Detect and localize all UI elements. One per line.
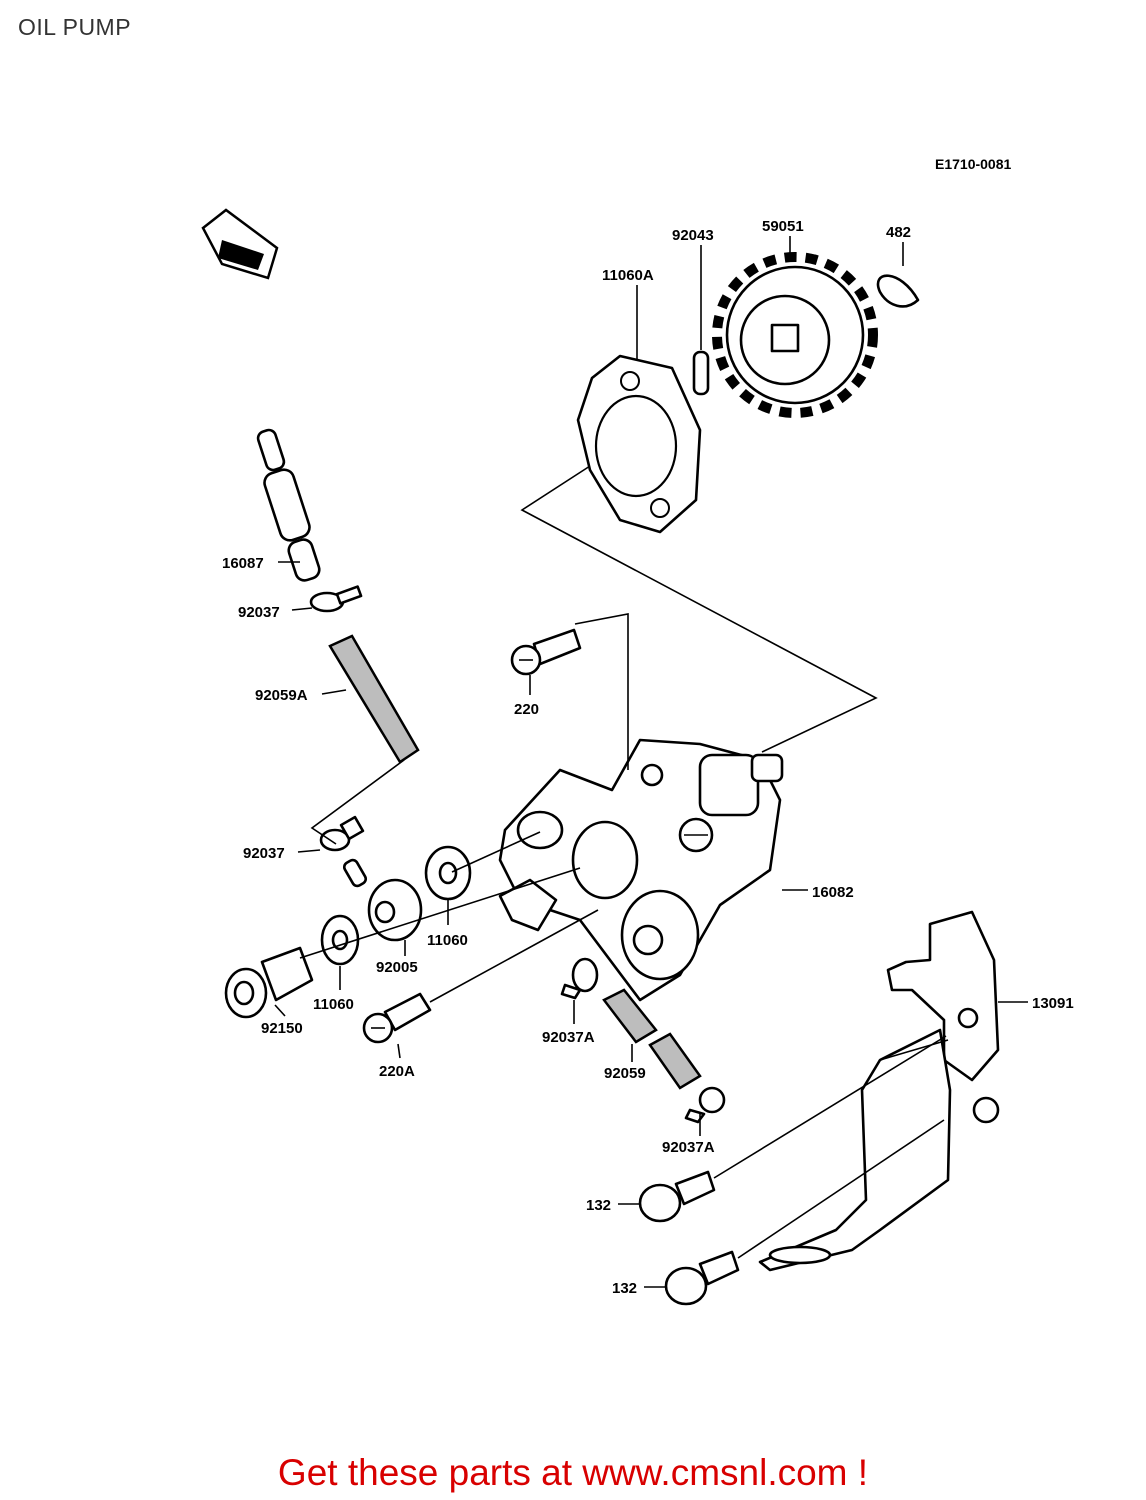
gasket-11060a — [576, 354, 702, 534]
label-92150: 92150 — [261, 1020, 303, 1037]
clamp-92037-top — [309, 585, 363, 613]
bolt-132-a — [638, 1170, 716, 1223]
leader-lines — [274, 236, 1028, 1288]
cover-13091 — [758, 910, 1000, 1272]
label-482: 482 — [886, 224, 911, 241]
label-92059a: 92059A — [255, 687, 308, 704]
banjo-bolt-92150 — [224, 946, 314, 1019]
label-92043: 92043 — [672, 227, 714, 244]
washer-11060-low — [320, 914, 360, 966]
diagram-code: E1710-0081 — [935, 156, 1012, 172]
label-11060a: 11060A — [602, 267, 654, 284]
clamp-92037a-a — [560, 957, 599, 1000]
label-13091: 13091 — [1032, 995, 1074, 1012]
oil-pump-16082 — [498, 738, 784, 1002]
label-92037a-a: 92037A — [542, 1029, 595, 1046]
hose-92059 — [602, 988, 702, 1090]
screw-220a — [362, 992, 432, 1044]
label-132-b: 132 — [612, 1280, 637, 1297]
clamp-92037a-b — [684, 1086, 726, 1124]
washer-11060-mid — [424, 845, 472, 901]
label-11060-mid: 11060 — [427, 932, 468, 949]
label-16082: 16082 — [812, 884, 854, 901]
label-220a: 220A — [379, 1063, 415, 1080]
label-11060-low: 11060 — [313, 996, 354, 1013]
label-92037-top: 92037 — [238, 604, 280, 621]
fitting-16087 — [256, 428, 321, 582]
label-132-a: 132 — [586, 1197, 611, 1214]
clamp-92037-mid — [319, 815, 365, 852]
pin-92043 — [692, 350, 710, 396]
circlip-482 — [876, 274, 920, 308]
front-arrow-icon — [201, 208, 279, 280]
banjo-92005 — [342, 858, 423, 942]
label-92005: 92005 — [376, 959, 418, 976]
label-92037-mid: 92037 — [243, 845, 285, 862]
label-92059: 92059 — [604, 1065, 646, 1082]
label-92037a-b: 92037A — [662, 1139, 715, 1156]
hose-92059a — [328, 634, 420, 764]
page-title: OIL PUMP — [18, 14, 132, 40]
label-16087: 16087 — [222, 555, 264, 572]
label-59051: 59051 — [762, 218, 804, 235]
screw-220 — [510, 628, 582, 676]
gear-59051 — [712, 252, 878, 418]
label-220: 220 — [514, 701, 539, 718]
cmsnl-link[interactable]: Get these parts at www.cmsnl.com ! — [277, 1452, 869, 1493]
bolt-132-b — [664, 1250, 740, 1306]
